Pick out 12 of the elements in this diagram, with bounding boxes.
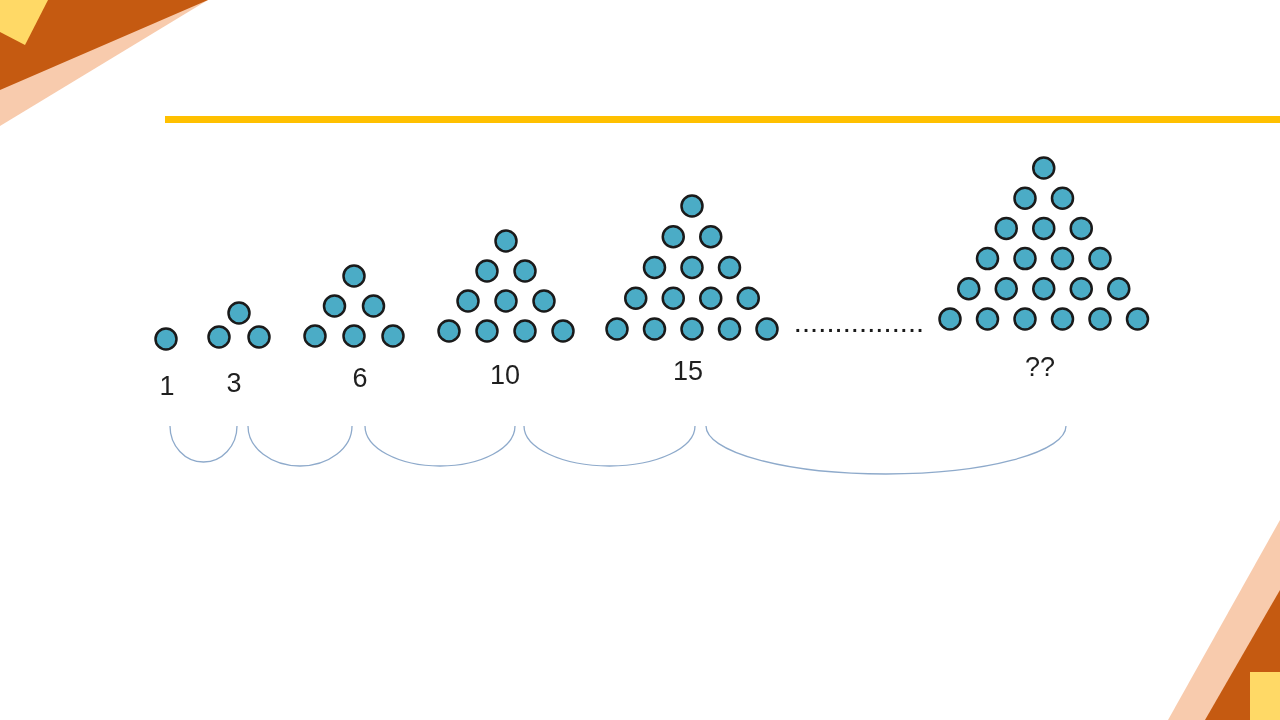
- number-label: ??: [1025, 352, 1055, 382]
- arc-connector: [523, 425, 696, 467]
- arc-connector: [169, 425, 238, 463]
- number-label: 15: [673, 356, 703, 386]
- number-label: 6: [352, 363, 368, 393]
- arc-connector: [364, 425, 516, 467]
- number-label: 10: [490, 360, 520, 390]
- arc-connector: [247, 425, 353, 467]
- number-label: 1: [159, 371, 175, 401]
- number-label: 3: [226, 368, 242, 398]
- dotted-continuation: ................: [795, 313, 926, 337]
- arc-connector: [705, 425, 1067, 475]
